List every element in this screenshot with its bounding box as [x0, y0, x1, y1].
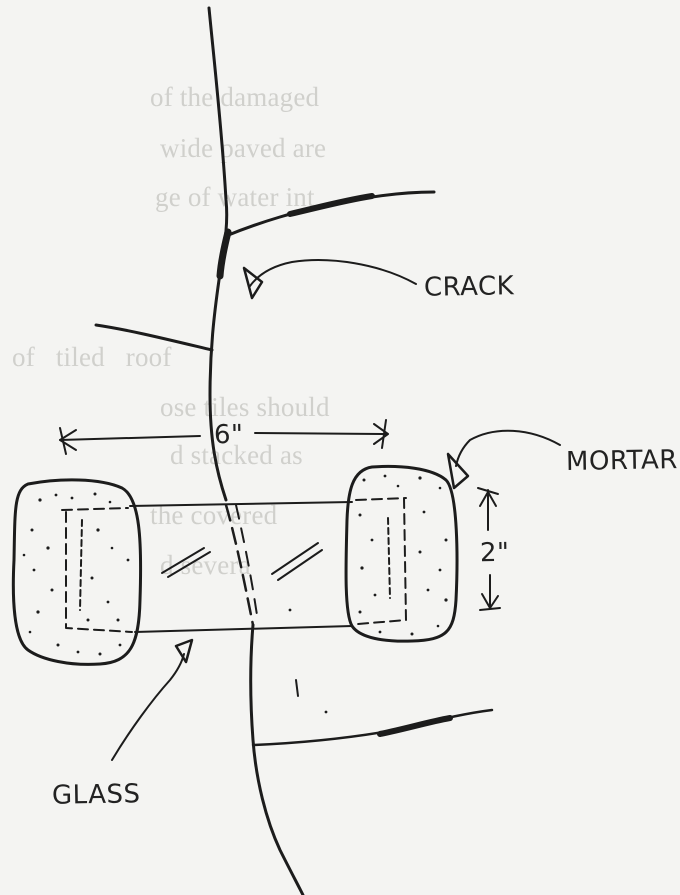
height-dimension-label: 2"	[480, 538, 510, 569]
mortar-leader-line	[456, 431, 560, 466]
mortar-label: MORTAR	[566, 445, 678, 477]
width-dimension-line-right	[255, 433, 386, 434]
glass-arrowhead	[176, 640, 192, 662]
crack-label: CRACK	[424, 271, 515, 303]
glass-edge-right	[356, 498, 406, 624]
glass-dashed-mark	[388, 518, 390, 598]
width-dimension-label: 6"	[214, 420, 244, 451]
mortar-texture	[23, 475, 448, 714]
mortar-pad-left	[13, 480, 140, 664]
glass-glint	[168, 552, 210, 577]
glass-bottom-edge	[135, 626, 352, 632]
glass-leader-line	[112, 654, 184, 760]
crack-branch-upper-thick	[290, 196, 372, 214]
glass-dashed-mark	[80, 520, 82, 610]
height-tick-bottom	[480, 608, 500, 610]
crack-branch-lower	[253, 710, 492, 745]
crack-branch-lower-thick	[380, 718, 450, 734]
stray-mark	[296, 680, 298, 696]
crack-leader-line	[250, 260, 416, 286]
glass-label: GLASS	[52, 779, 141, 811]
main-crack-line-lower	[251, 625, 303, 895]
glass-top-edge	[130, 502, 352, 506]
crack-junction	[220, 232, 228, 276]
mortar-pad-right	[346, 466, 457, 641]
glass-glint	[162, 548, 204, 573]
crack-branch-upper	[226, 192, 434, 236]
glass-edge-left	[62, 508, 132, 632]
crack-branch-left	[96, 325, 212, 350]
width-dimension-line-left	[60, 436, 200, 440]
